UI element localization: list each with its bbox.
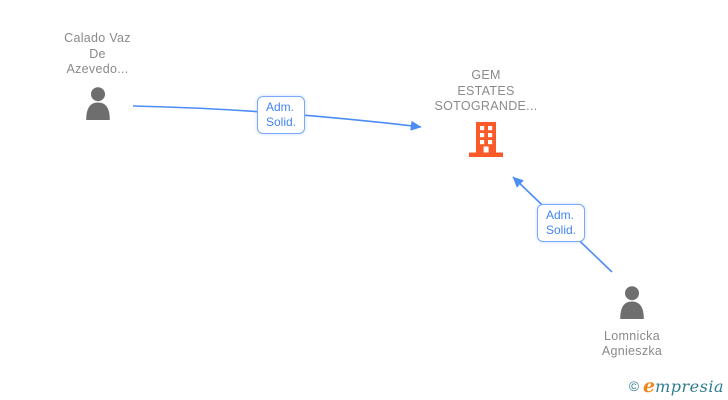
edge-label-line: Adm.	[266, 100, 295, 114]
node-label-line: ESTATES	[457, 83, 515, 98]
node-company-gem-estates[interactable]: GEM ESTATES SOTOGRANDE...	[420, 68, 552, 161]
edge-label-line: Adm.	[546, 208, 575, 222]
edge-label-adm-solid-2: Adm. Solid.	[537, 204, 586, 242]
edge-label-line: Solid.	[546, 223, 577, 237]
node-person-lomnicka-agnieszka[interactable]: Lomnicka Agnieszka	[574, 286, 690, 360]
logo-initial: e	[643, 375, 656, 397]
node-label-line: Lomnicka	[604, 328, 660, 343]
building-icon	[468, 121, 504, 162]
node-label-line: SOTOGRANDE...	[434, 99, 538, 113]
logo-text: mpresia	[655, 377, 724, 396]
node-label-line: Azevedo...	[66, 62, 129, 76]
edge-label-adm-solid-1: Adm. Solid.	[257, 96, 306, 134]
edge-label-line: Solid.	[266, 115, 297, 129]
node-person-calado-vaz[interactable]: Calado Vaz De Azevedo...	[40, 31, 155, 124]
copyright-icon: ©	[629, 379, 639, 394]
empresia-logo[interactable]: © empresia	[629, 375, 724, 397]
person-icon	[617, 286, 647, 324]
person-icon	[83, 86, 113, 125]
node-label-line: Agnieszka	[601, 344, 663, 358]
node-label-line: GEM	[471, 68, 501, 82]
node-label-line: De	[89, 46, 106, 61]
node-label-line: Calado Vaz	[64, 31, 131, 45]
